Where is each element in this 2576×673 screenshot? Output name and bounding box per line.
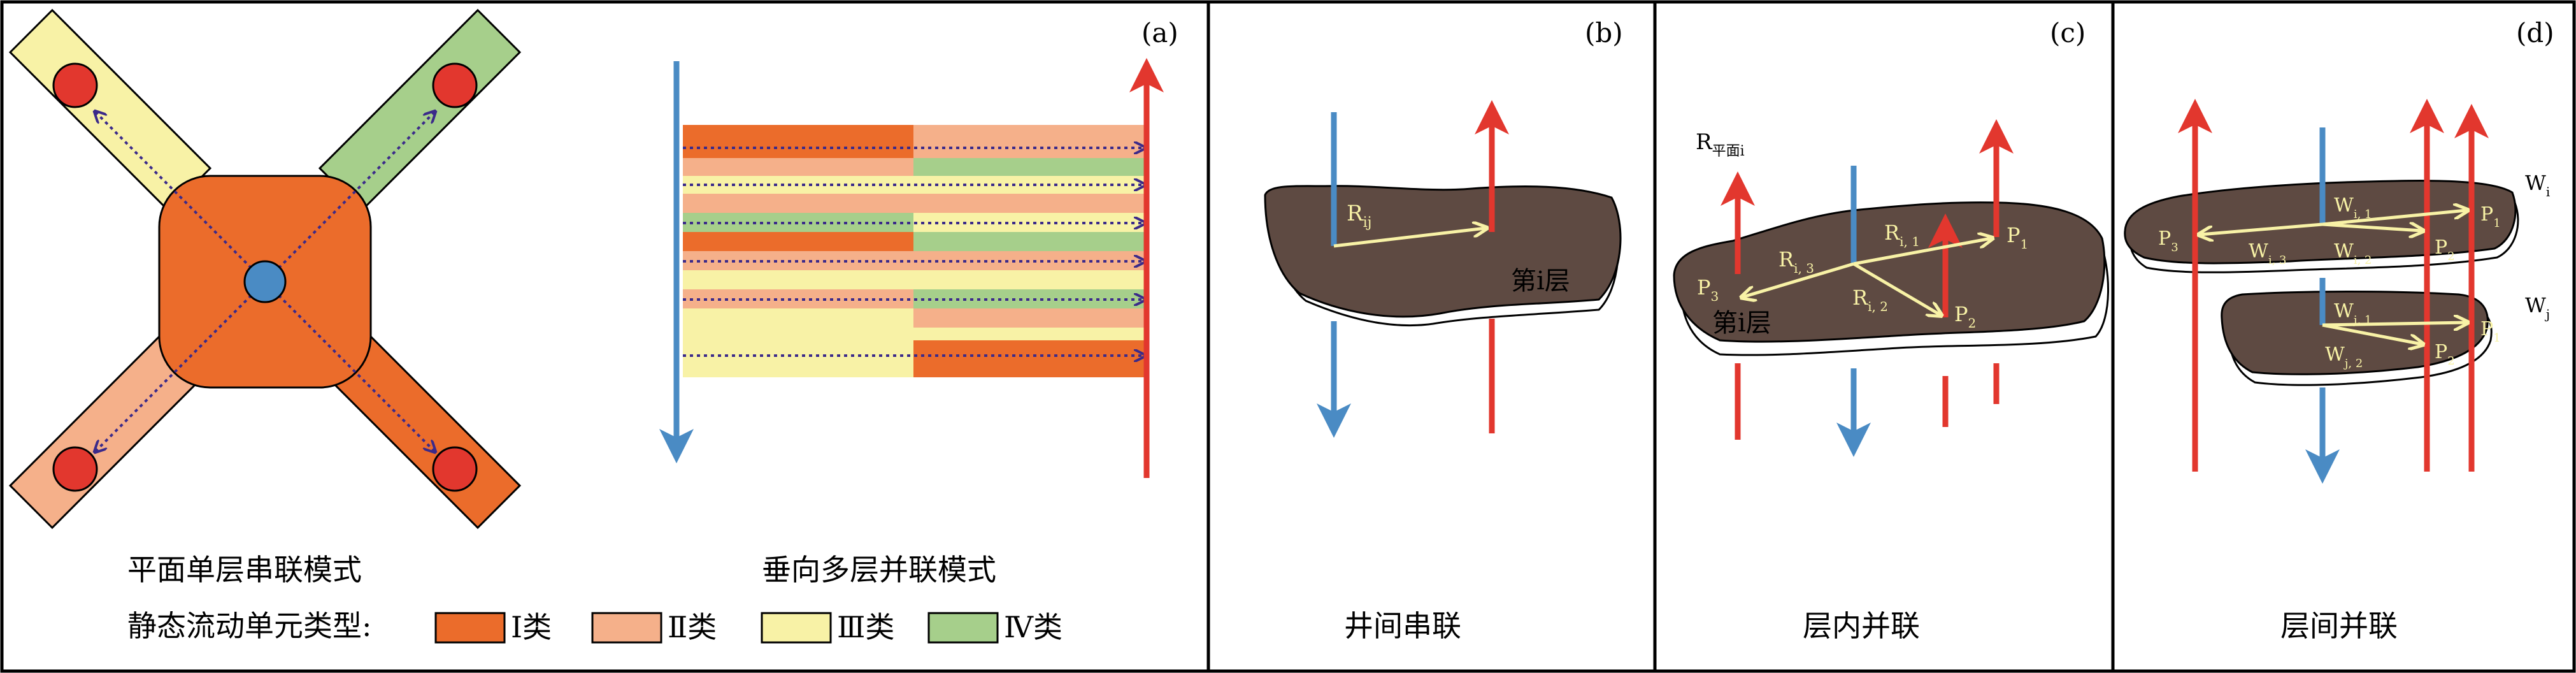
- flow-arrow-d-wi3: [2200, 222, 2323, 235]
- rock-layer-dj: [2221, 291, 2489, 375]
- arm-green: [318, 8, 522, 212]
- production-well-ne: [432, 62, 478, 108]
- flow-arrow-c-r12: [1852, 262, 1940, 315]
- panel-a: (a) 平面单层串联模式 垂向多层并联模式 静态流动单元类型: Ⅰ类 Ⅱ类 Ⅲ类…: [8, 8, 1178, 644]
- wj-label: Wj: [2525, 293, 2550, 322]
- p1b-label-d: P1: [2480, 318, 2501, 345]
- panel-d: (d) Wi Wj Wi, 1 Wi, 2 Wi, 3 Wj, 1 Wj, 2 …: [2124, 17, 2554, 643]
- wi3-label: Wi, 3: [2249, 240, 2287, 267]
- flow-arrow-d-wj2: [2322, 323, 2422, 344]
- legend-swatch-2: [591, 612, 662, 644]
- p1-label-d: P1: [2480, 203, 2501, 230]
- legend-label-4: Ⅳ类: [1004, 610, 1063, 644]
- legend-swatch-4: [927, 612, 999, 644]
- flow-arrow-d-wj1: [2322, 322, 2466, 325]
- plane-mode-caption: 平面单层串联模式: [127, 553, 362, 587]
- p1-label-c: P1: [2007, 223, 2028, 252]
- r13-label: Ri, 3: [1778, 247, 1814, 276]
- layer-label-b: 第i层: [1511, 266, 1570, 296]
- wi2-label: Wi, 2: [2334, 240, 2372, 267]
- production-well-sw: [52, 446, 98, 492]
- layer-label-c: 第i层: [1712, 308, 1771, 338]
- rock-layer-b: [1264, 185, 1622, 318]
- arm-yellow: [8, 8, 212, 212]
- wj2-label: Wj, 2: [2325, 344, 2363, 370]
- legend: 静态流动单元类型: Ⅰ类 Ⅱ类 Ⅲ类 Ⅳ类: [127, 609, 1063, 644]
- panel-d-caption: 层间并联: [2280, 609, 2398, 643]
- wi-label: Wi: [2525, 171, 2550, 199]
- flow-arrow-d-wi2: [2322, 224, 2422, 231]
- legend-label-2: Ⅱ类: [668, 610, 717, 644]
- vertical-layers: [683, 125, 1145, 377]
- injection-well-center: [243, 260, 287, 303]
- legend-label-3: Ⅲ类: [837, 610, 894, 644]
- panel-c-caption: 层内并联: [1803, 609, 1920, 643]
- r11-label: Ri, 1: [1884, 221, 1920, 249]
- p3-label-d: P3: [2158, 228, 2179, 254]
- legend-swatch-1: [434, 612, 506, 644]
- flow-arrow-c-r13: [1743, 262, 1854, 297]
- vertical-mode-caption: 垂向多层并联模式: [762, 553, 996, 587]
- p3-label-c: P3: [1697, 275, 1719, 304]
- panel-c: (c) R平面i Ri, 1 Ri, 2 Ri, 3 P1 P2 P3 第i层 …: [1673, 17, 2110, 643]
- production-well-nw: [52, 62, 98, 108]
- r-plane-label: R平面i: [1696, 129, 1745, 159]
- wj1-label: Wj, 1: [2334, 300, 2372, 327]
- wi1-label: Wi, 1: [2334, 194, 2372, 221]
- flow-arrow-c-r11: [1853, 238, 1991, 266]
- r-label-b: Rij: [1347, 201, 1371, 231]
- panel-c-label: (c): [2050, 17, 2086, 48]
- legend-label-1: Ⅰ类: [511, 610, 552, 644]
- panel-b: (b) Rij 第i层 井间串联: [1264, 17, 1623, 643]
- flow-arrow-b: [1333, 228, 1485, 248]
- production-well-se: [432, 446, 478, 492]
- panel-d-label: (d): [2516, 17, 2554, 48]
- legend-swatch-3: [761, 612, 832, 644]
- p2b-label-d: P2: [2435, 341, 2455, 368]
- r12-label: Ri, 2: [1852, 286, 1888, 314]
- panel-a-label: (a): [1141, 17, 1178, 48]
- p2-label-c: P2: [1954, 302, 1976, 331]
- panel-b-label: (b): [1585, 17, 1623, 48]
- legend-title: 静态流动单元类型:: [127, 609, 372, 643]
- rock-layer-c: [1673, 201, 2106, 343]
- panel-b-caption: 井间串联: [1344, 609, 1461, 643]
- flow-arrow-d-wi1: [2322, 210, 2466, 226]
- p2-label-d: P2: [2435, 236, 2455, 263]
